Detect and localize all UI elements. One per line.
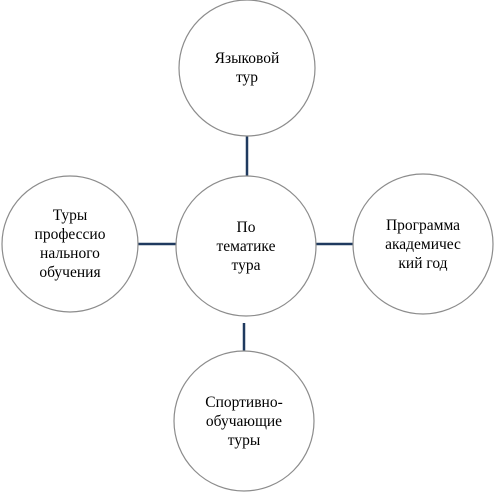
node-circle-center — [175, 175, 317, 317]
node-top-line-2: тур — [235, 69, 259, 86]
node-right: Программа академичес кий год — [363, 194, 483, 294]
node-circle-bottom — [173, 350, 315, 492]
node-center: По тематике тура — [186, 196, 306, 296]
node-left-line-1: Туры — [52, 207, 88, 224]
node-center-line-3: тура — [231, 256, 261, 274]
node-center-line-2: тематике — [216, 237, 276, 255]
node-circle-left — [1, 175, 139, 313]
node-top: Языковой тур — [187, 18, 307, 118]
node-bottom: Спортивно- обучающие туры — [184, 371, 304, 471]
node-right-line-3: кий год — [398, 254, 448, 272]
node-center-line-1: По — [236, 218, 256, 236]
node-left: Туры профессио нального обучения — [10, 194, 130, 294]
node-bottom-line-3: туры — [227, 431, 261, 449]
node-left-line-4: обучения — [39, 264, 101, 281]
node-circle-right — [352, 173, 494, 315]
node-right-line-1: Программа — [385, 216, 461, 234]
node-circle-top — [178, 0, 316, 137]
node-bottom-line-1: Спортивно- — [205, 393, 283, 411]
node-top-line-1: Языковой — [214, 50, 280, 67]
node-right-line-2: академичес — [385, 235, 461, 253]
node-left-line-3: нального — [40, 245, 100, 262]
node-left-line-2: профессио — [34, 226, 106, 243]
node-bottom-line-2: обучающие — [205, 412, 283, 430]
